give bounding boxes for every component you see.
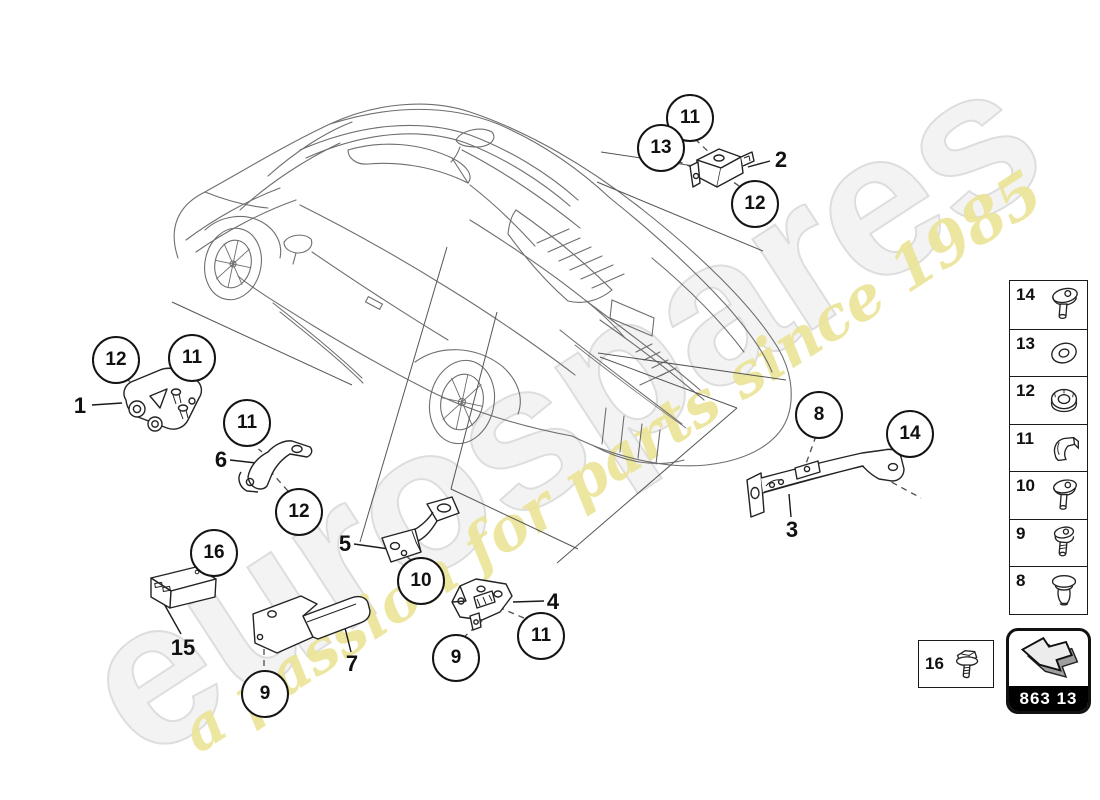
- flange-nut-icon: [1050, 388, 1078, 413]
- legend-item-12[interactable]: 12: [1010, 376, 1087, 424]
- part-label-6[interactable]: 6: [214, 447, 228, 472]
- callout-14-part3[interactable]: 14: [886, 410, 934, 458]
- fastener-legend: 14 13 12: [1009, 280, 1088, 615]
- screw-large-washer-icon: [1052, 287, 1078, 320]
- direction-arrow-icon: [1020, 636, 1078, 678]
- part-6-drawing: [238, 440, 313, 493]
- car-wireframe: [173, 103, 792, 467]
- screw-cone-washer-icon: [1053, 525, 1075, 556]
- callout-12-part6[interactable]: 12: [275, 488, 323, 536]
- screw-washer-icon: [1052, 479, 1077, 510]
- part-7-drawing: [252, 595, 371, 654]
- bolt-item-box[interactable]: 16: [918, 640, 994, 688]
- callout-12-part1[interactable]: 12: [92, 336, 140, 384]
- callout-11-part1[interactable]: 11: [168, 334, 216, 382]
- part-label-1[interactable]: 1: [73, 393, 87, 418]
- callout-9-part4[interactable]: 9: [432, 634, 480, 682]
- legend-item-13[interactable]: 13: [1010, 328, 1087, 377]
- callout-11-part4[interactable]: 11: [517, 612, 565, 660]
- callout-8-part3[interactable]: 8: [795, 391, 843, 439]
- expanding-grommet-icon: [1051, 575, 1077, 606]
- legend-item-9[interactable]: 9: [1010, 518, 1087, 567]
- part-5-drawing: [381, 496, 460, 563]
- group-code-band: 863 13: [1009, 686, 1088, 711]
- group-code: 863 13: [1019, 688, 1078, 708]
- group-tile[interactable]: 863 13: [1006, 628, 1091, 714]
- washer-icon: [1051, 342, 1077, 364]
- callout-13-part2[interactable]: 13: [637, 124, 685, 172]
- part-2-drawing: [689, 148, 755, 188]
- part-label-2[interactable]: 2: [774, 147, 788, 172]
- legend-item-10[interactable]: 10: [1010, 471, 1087, 519]
- group-arrow-art: [1009, 631, 1088, 686]
- spring-clip-icon: [1053, 436, 1079, 461]
- callout-11-part6[interactable]: 11: [223, 399, 271, 447]
- part-3-drawing: [746, 448, 905, 518]
- part-4-drawing: [451, 578, 513, 631]
- callout-16-part15[interactable]: 16: [190, 529, 238, 577]
- part-1-drawing: [123, 367, 203, 432]
- callout-9-part7[interactable]: 9: [241, 670, 289, 718]
- part-label-7[interactable]: 7: [345, 651, 359, 676]
- legend-item-8[interactable]: 8: [1010, 566, 1087, 614]
- callout-10-part5[interactable]: 10: [397, 557, 445, 605]
- leader-lines: [171, 151, 787, 564]
- part-label-5[interactable]: 5: [338, 531, 352, 556]
- flange-bolt-icon: [955, 649, 979, 679]
- callout-12-part2[interactable]: 12: [731, 180, 779, 228]
- part-label-4[interactable]: 4: [546, 589, 560, 614]
- part-label-15[interactable]: 15: [170, 635, 196, 660]
- part-label-3[interactable]: 3: [785, 517, 799, 542]
- legend-item-11[interactable]: 11: [1010, 423, 1087, 472]
- legend-item-14[interactable]: 14: [1010, 281, 1087, 329]
